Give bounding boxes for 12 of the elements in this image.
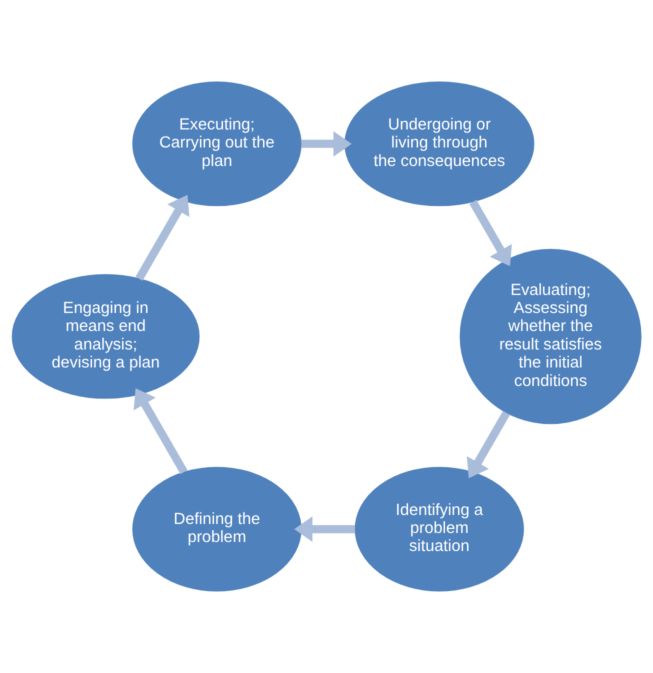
- arrow: [301, 131, 352, 157]
- node-circle: Evaluating; Assessing whether the result satisfies the initial conditions: [460, 248, 642, 424]
- arrow: [294, 516, 355, 542]
- node-ellipse: Executing; Carrying out the plan: [132, 82, 302, 206]
- node-ellipse: Defining the problem: [132, 466, 302, 592]
- node-ellipse: Identifying a problem situation: [354, 466, 524, 592]
- node-ellipse: Undergoing or living through the consequences: [344, 82, 534, 206]
- arrow: [134, 388, 188, 474]
- arrow: [136, 194, 190, 281]
- node-ellipse: Engaging in means end analysis; devising a plan: [12, 274, 200, 399]
- arrow: [469, 200, 512, 266]
- arrow: [466, 410, 510, 478]
